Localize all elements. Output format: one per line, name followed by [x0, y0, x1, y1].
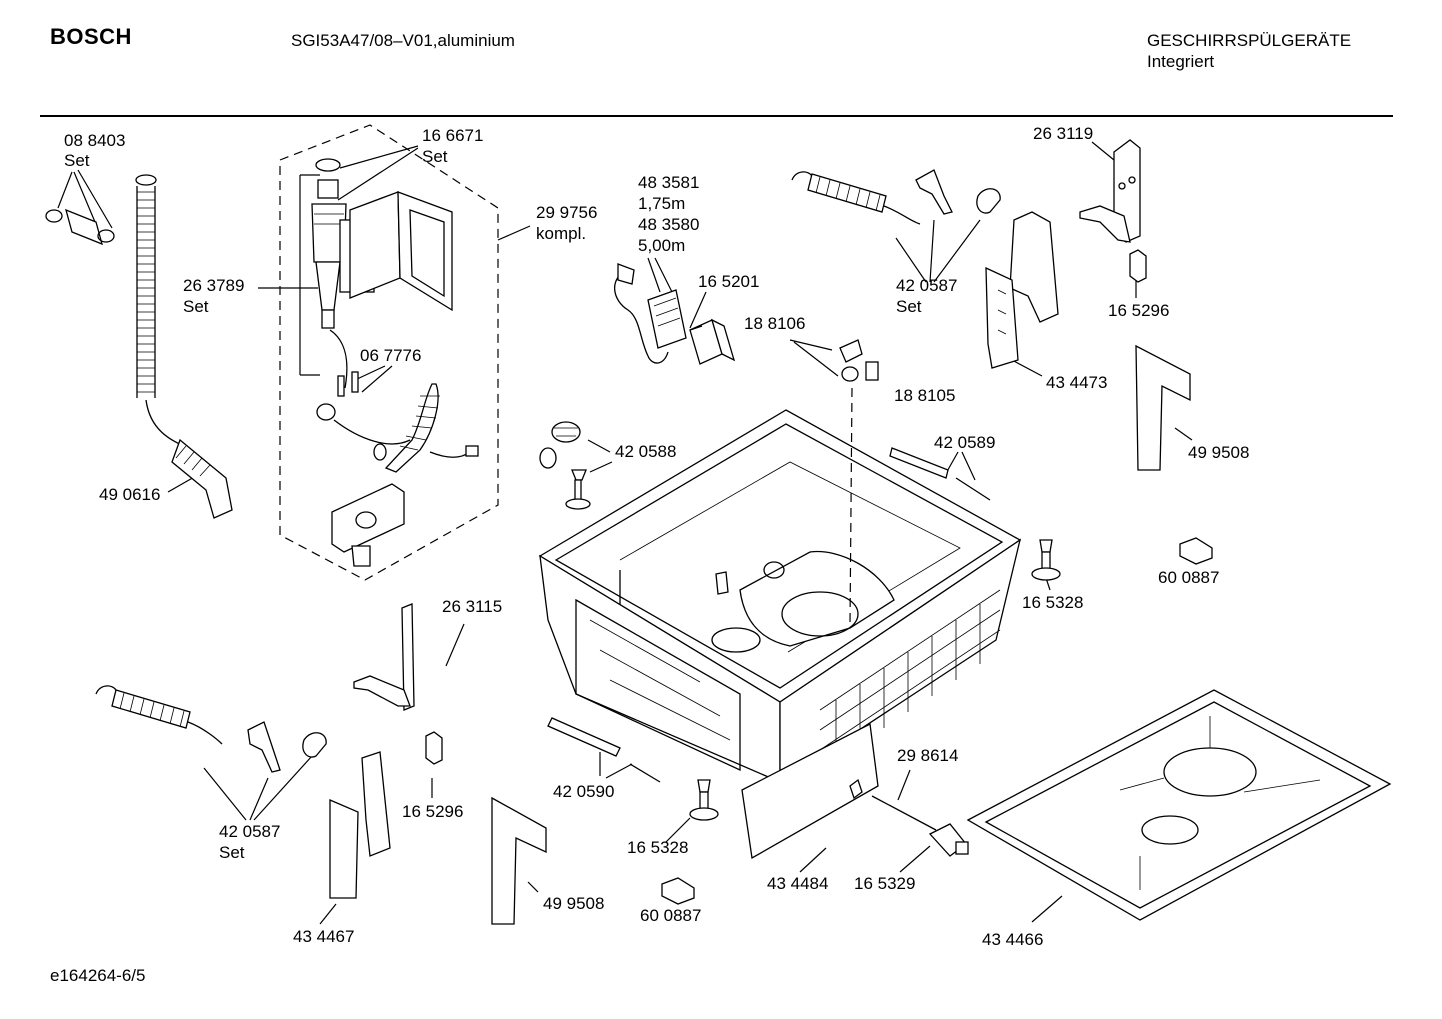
- label-434466: 43 4466: [982, 930, 1043, 949]
- label-263119: 26 3119: [1033, 124, 1093, 143]
- label-420590: 42 0590: [553, 782, 614, 801]
- appliance-category: GESCHIRRSPÜLGERÄTE: [1147, 31, 1352, 50]
- label-263789-note: Set: [183, 297, 209, 316]
- label-434467: 43 4467: [293, 927, 354, 946]
- label-420587-top-note: Set: [896, 297, 922, 316]
- front-panel: [741, 722, 879, 860]
- label-499508-top: 49 9508: [1188, 443, 1249, 462]
- kit-boundary: [279, 124, 499, 581]
- foot-block-bottom: [661, 877, 695, 905]
- level-switch: [871, 795, 969, 857]
- water-level-sensor: [839, 339, 879, 382]
- label-600887-right: 60 0887: [1158, 568, 1219, 587]
- door-spring-set-top: [791, 169, 1001, 225]
- label-420589: 42 0589: [934, 433, 995, 452]
- plinth-cover-top: [1135, 344, 1191, 471]
- rail-bottom: [547, 717, 661, 783]
- plinth-cover-bottom: [491, 796, 547, 925]
- rail-right: [889, 447, 991, 501]
- label-483580: 48 3580: [638, 215, 699, 234]
- label-434484: 43 4484: [767, 874, 828, 893]
- drain-hose: [135, 174, 233, 519]
- dishwasher-base-tub: [538, 387, 1022, 784]
- header-divider: [40, 115, 1393, 117]
- hinge-clip-bottom: [425, 731, 443, 765]
- label-165296-bottom: 16 5296: [402, 802, 463, 821]
- label-088403: 08 8403: [64, 131, 125, 150]
- label-298614: 29 8614: [897, 746, 958, 765]
- label-600887-bottom: 60 0887: [640, 906, 701, 925]
- label-166671-note: Set: [422, 147, 448, 166]
- label-263789: 26 3789: [183, 276, 244, 295]
- label-165328-bottom: 16 5328: [627, 838, 688, 857]
- circulation-pump: [311, 158, 453, 445]
- door-spring-set-bottom: [95, 685, 327, 773]
- label-067776: 06 7776: [360, 346, 421, 365]
- appliance-subcategory: Integriert: [1147, 52, 1215, 71]
- label-499508-bottom: 49 9508: [543, 894, 604, 913]
- door-hinge-top: [1079, 139, 1141, 243]
- label-165329: 16 5329: [854, 874, 915, 893]
- interference-filter: [689, 318, 736, 365]
- leveling-foot-bottom: [689, 779, 719, 821]
- leveling-foot-right: [1031, 539, 1061, 581]
- label-483580-note: 5,00m: [638, 236, 685, 255]
- label-188106: 18 8106: [744, 314, 805, 333]
- label-165328-right: 16 5328: [1022, 593, 1083, 612]
- foot-block-right: [1179, 537, 1213, 565]
- label-490616: 49 0616: [99, 485, 160, 504]
- hinge-lever-top: [985, 211, 1059, 369]
- heater-hose: [373, 383, 479, 473]
- label-420587-top: 42 0587: [896, 276, 957, 295]
- label-188105: 18 8105: [894, 386, 955, 405]
- base-tray: [966, 689, 1392, 921]
- leader-lines: [57, 141, 1193, 925]
- label-166671: 16 6671: [422, 126, 483, 145]
- door-hinge-bottom: [353, 603, 415, 711]
- label-420587-bottom-note: Set: [219, 843, 245, 862]
- part-labels: 08 8403 Set 16 6671 Set 29 9756 kompl. 2…: [64, 124, 1249, 949]
- label-434473: 43 4473: [1046, 373, 1107, 392]
- brand-logo: BOSCH: [50, 24, 132, 49]
- label-165296-top: 16 5296: [1108, 301, 1169, 320]
- hinge-clip-top: [1129, 249, 1147, 283]
- document-id: e164264-6/5: [50, 966, 146, 985]
- hinge-lever-bottom: [329, 751, 391, 899]
- label-483581: 48 3581: [638, 173, 699, 192]
- label-299756-note: kompl.: [536, 224, 586, 243]
- label-299756: 29 9756: [536, 203, 597, 222]
- leveling-foot-gear: [539, 421, 591, 510]
- label-420587-bottom: 42 0587: [219, 822, 280, 841]
- model-number: SGI53A47/08–V01,aluminium: [291, 31, 515, 50]
- label-483581-note: 1,75m: [638, 194, 685, 213]
- label-420588: 42 0588: [615, 442, 676, 461]
- hose-clamp-set: [45, 208, 115, 246]
- label-165201: 16 5201: [698, 272, 759, 291]
- label-088403-note: Set: [64, 151, 90, 170]
- label-263115: 26 3115: [442, 597, 502, 616]
- power-cord: [614, 263, 687, 364]
- pump-bracket: [331, 483, 405, 567]
